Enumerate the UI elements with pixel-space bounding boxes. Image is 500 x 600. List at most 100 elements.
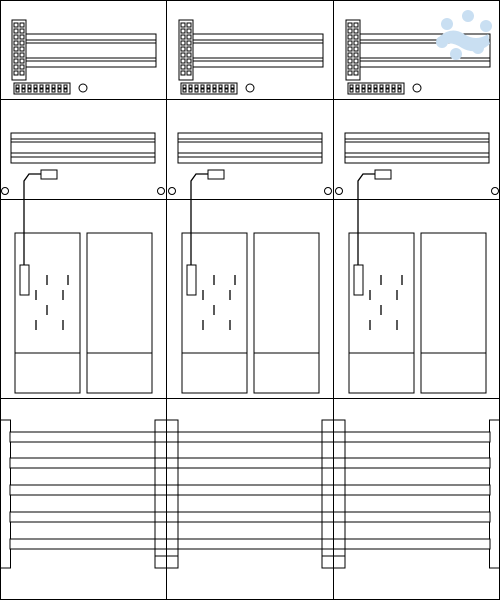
terminal-screw bbox=[397, 84, 402, 89]
terminal-screw bbox=[51, 88, 56, 93]
din-rail bbox=[19, 33, 157, 68]
din-rail bbox=[186, 33, 324, 68]
terminal-screw bbox=[361, 88, 366, 93]
terminal-screw bbox=[218, 84, 223, 89]
mounting-hole bbox=[335, 187, 343, 195]
din-rail bbox=[344, 132, 490, 164]
watermark-dot bbox=[441, 18, 453, 30]
terminal-screw bbox=[347, 52, 353, 58]
terminal-screw bbox=[218, 88, 223, 93]
terminal-screw bbox=[180, 34, 186, 40]
cable-connector bbox=[40, 169, 58, 180]
terminal-screw bbox=[180, 46, 186, 52]
meter-box bbox=[14, 232, 81, 394]
terminal-screw bbox=[379, 88, 384, 93]
terminal-screw bbox=[182, 88, 187, 93]
terminal-screw bbox=[367, 88, 372, 93]
terminal-screw bbox=[355, 88, 360, 93]
top-din-rail-section bbox=[11, 19, 157, 95]
terminal-screw bbox=[353, 40, 359, 46]
terminal-screw bbox=[180, 64, 186, 70]
mounting-hole bbox=[168, 187, 176, 195]
watermark-dot bbox=[450, 48, 462, 60]
meter-box bbox=[86, 232, 153, 394]
terminal-screw bbox=[45, 88, 50, 93]
terminal-screw bbox=[347, 28, 353, 34]
terminal-screw bbox=[188, 88, 193, 93]
upper-din-rail-section bbox=[335, 132, 499, 268]
terminal-screw bbox=[230, 84, 235, 89]
cabinet-column bbox=[168, 19, 332, 394]
terminal-screw bbox=[186, 46, 192, 52]
terminal-screw bbox=[212, 88, 217, 93]
terminal-screw bbox=[373, 88, 378, 93]
busbar bbox=[9, 538, 491, 550]
terminal-screw bbox=[19, 70, 25, 76]
terminal-screw bbox=[186, 58, 192, 64]
mounting-hole bbox=[491, 187, 499, 195]
terminal-screw bbox=[19, 58, 25, 64]
terminal-screw bbox=[19, 34, 25, 40]
terminal-screw bbox=[200, 84, 205, 89]
terminal-screw bbox=[194, 88, 199, 93]
terminal-screw bbox=[13, 40, 19, 46]
terminal-screw bbox=[347, 64, 353, 70]
meter-cable bbox=[23, 173, 41, 268]
meter-box bbox=[253, 232, 320, 394]
top-din-rail-section bbox=[345, 19, 491, 95]
watermark-dot bbox=[462, 10, 474, 22]
terminal-screw bbox=[39, 84, 44, 89]
terminal-screw bbox=[39, 88, 44, 93]
terminal-screw bbox=[349, 88, 354, 93]
terminal-screw bbox=[353, 58, 359, 64]
terminal-screw bbox=[13, 70, 19, 76]
terminal-screw bbox=[63, 84, 68, 89]
terminal-screw bbox=[13, 52, 19, 58]
terminal-screw bbox=[188, 84, 193, 89]
terminal-screw bbox=[180, 52, 186, 58]
meter-cable bbox=[357, 173, 375, 268]
terminal-screw bbox=[180, 70, 186, 76]
terminal-screw bbox=[27, 84, 32, 89]
indicator-circle bbox=[78, 83, 88, 93]
terminal-screw bbox=[57, 84, 62, 89]
terminal-screw bbox=[21, 84, 26, 89]
terminal-screw bbox=[13, 64, 19, 70]
terminal-screw bbox=[13, 58, 19, 64]
meter-plug bbox=[19, 264, 30, 296]
cable-connector bbox=[374, 169, 392, 180]
meter-section bbox=[14, 232, 153, 394]
meter-box bbox=[181, 232, 248, 394]
mounting-hole bbox=[157, 187, 165, 195]
cable-connector bbox=[207, 169, 225, 180]
hand-shake-icon bbox=[436, 10, 492, 60]
top-din-rail-section bbox=[178, 19, 324, 95]
busbar-mid-clamp bbox=[154, 419, 179, 569]
terminal-screw bbox=[180, 58, 186, 64]
terminal-screw bbox=[385, 88, 390, 93]
terminal-screw bbox=[355, 84, 360, 89]
terminal-screw bbox=[347, 34, 353, 40]
terminal-screw bbox=[347, 70, 353, 76]
terminal-screw bbox=[182, 84, 187, 89]
meter-plug bbox=[353, 264, 364, 296]
terminal-screw bbox=[391, 88, 396, 93]
terminal-screw bbox=[186, 34, 192, 40]
watermark-dot bbox=[480, 20, 492, 32]
terminal-screw bbox=[194, 84, 199, 89]
terminal-screw bbox=[33, 84, 38, 89]
terminal-screw bbox=[33, 88, 38, 93]
terminal-screw bbox=[180, 28, 186, 34]
terminal-screw bbox=[367, 84, 372, 89]
upper-din-rail-section bbox=[1, 132, 165, 268]
terminal-screw bbox=[45, 84, 50, 89]
terminal-screw bbox=[353, 70, 359, 76]
mounting-hole bbox=[324, 187, 332, 195]
terminal-screw bbox=[347, 58, 353, 64]
busbar-section bbox=[0, 419, 500, 569]
terminal-screw bbox=[347, 22, 353, 28]
upper-din-rail-section bbox=[168, 132, 332, 268]
terminal-screw bbox=[13, 22, 19, 28]
